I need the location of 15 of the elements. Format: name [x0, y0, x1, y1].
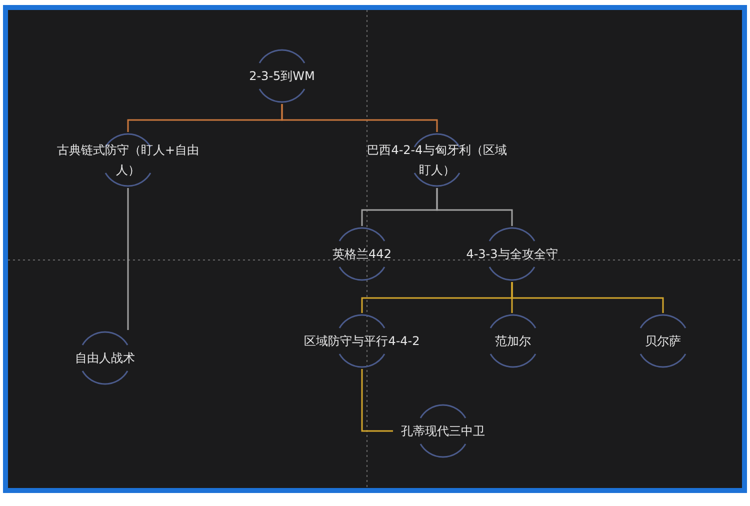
connector-line — [281, 104, 438, 132]
node-label: 区域防守与平行4-4-2 — [304, 333, 420, 350]
node-label: 孔蒂现代三中卫 — [401, 423, 485, 440]
connector-line — [361, 369, 393, 432]
node-label: 巴西4-2-4与匈牙利（区域盯人） — [366, 142, 508, 179]
node-label: 自由人战术 — [75, 350, 135, 367]
node-label: 贝尔萨 — [645, 333, 681, 350]
node-label: 古典链式防守（盯人+自由人） — [56, 142, 200, 179]
node-label: 2-3-5到WM — [249, 68, 315, 85]
connector-line — [127, 188, 129, 330]
connector-line — [511, 282, 664, 313]
connector-line — [436, 188, 513, 226]
node-label: 英格兰442 — [332, 246, 392, 263]
node-label: 4-3-3与全攻全守 — [466, 246, 558, 263]
node-label: 范加尔 — [495, 333, 531, 350]
